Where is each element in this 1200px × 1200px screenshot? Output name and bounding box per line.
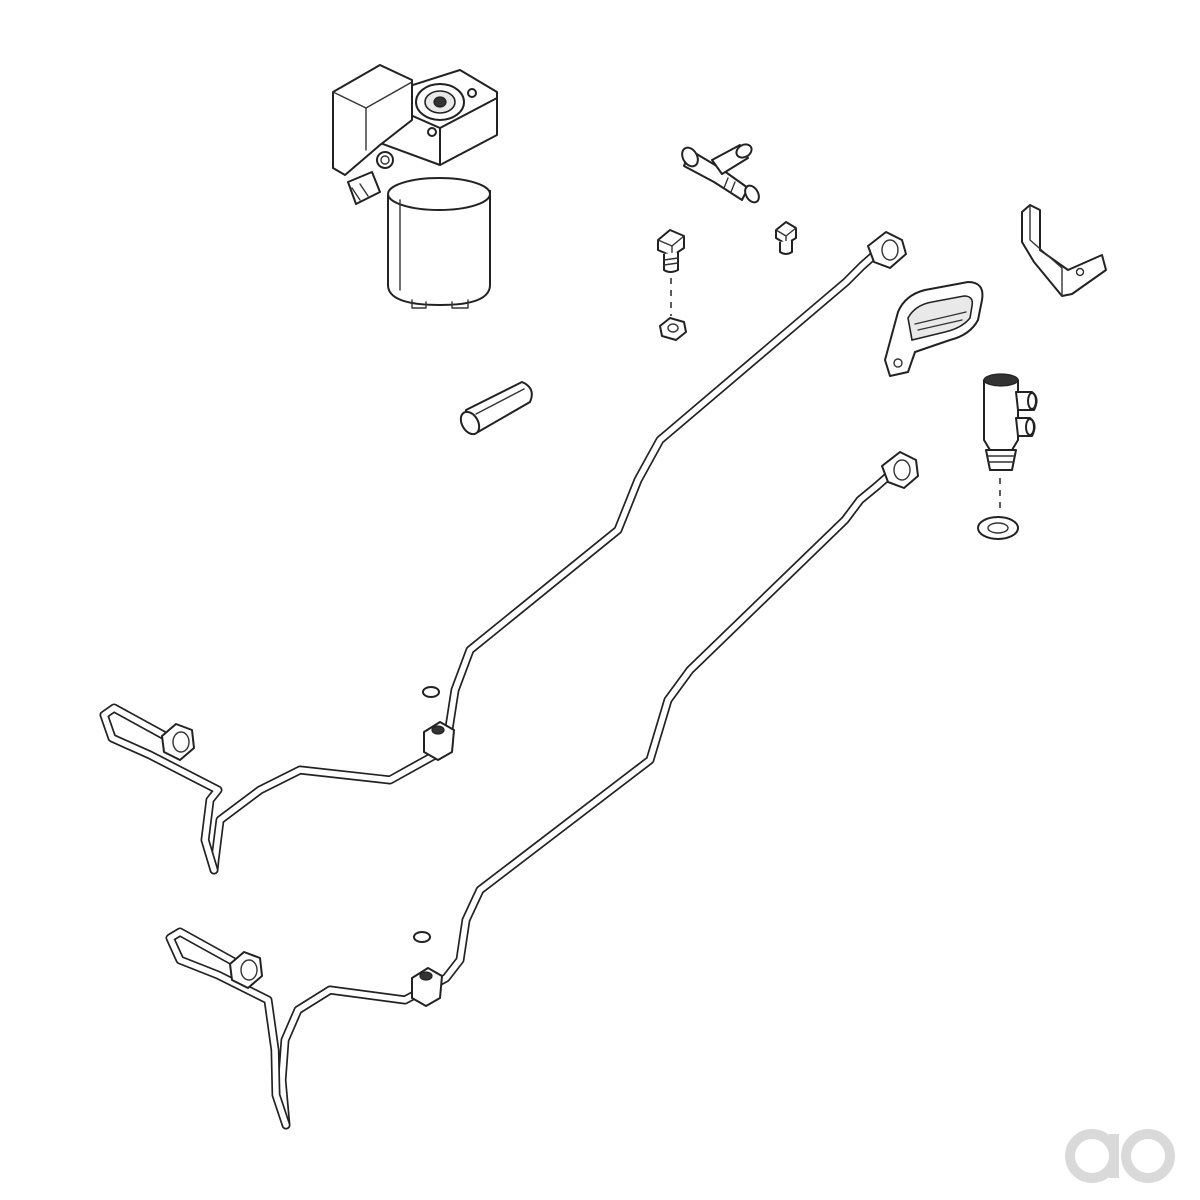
o-ring-icon — [422, 686, 440, 698]
o-ring-icon — [413, 931, 431, 943]
sealing-washer-icon — [977, 516, 1019, 540]
hydraulic-line-icon — [165, 451, 919, 1130]
valve-fitting-icon — [983, 373, 1038, 471]
flange-bolt-icon — [657, 229, 685, 273]
tee-fitting-icon — [681, 143, 760, 204]
z-bracket-icon — [1021, 204, 1107, 297]
flange-nut-icon — [659, 317, 687, 341]
hydraulic-line-icon — [99, 231, 907, 875]
small-bolt-icon — [775, 221, 797, 255]
sleeve-icon — [459, 381, 533, 436]
brand-logo-icon — [1065, 1129, 1175, 1183]
strap-bracket-icon — [884, 281, 984, 377]
hydraulic-pump-motor-icon — [332, 64, 498, 309]
